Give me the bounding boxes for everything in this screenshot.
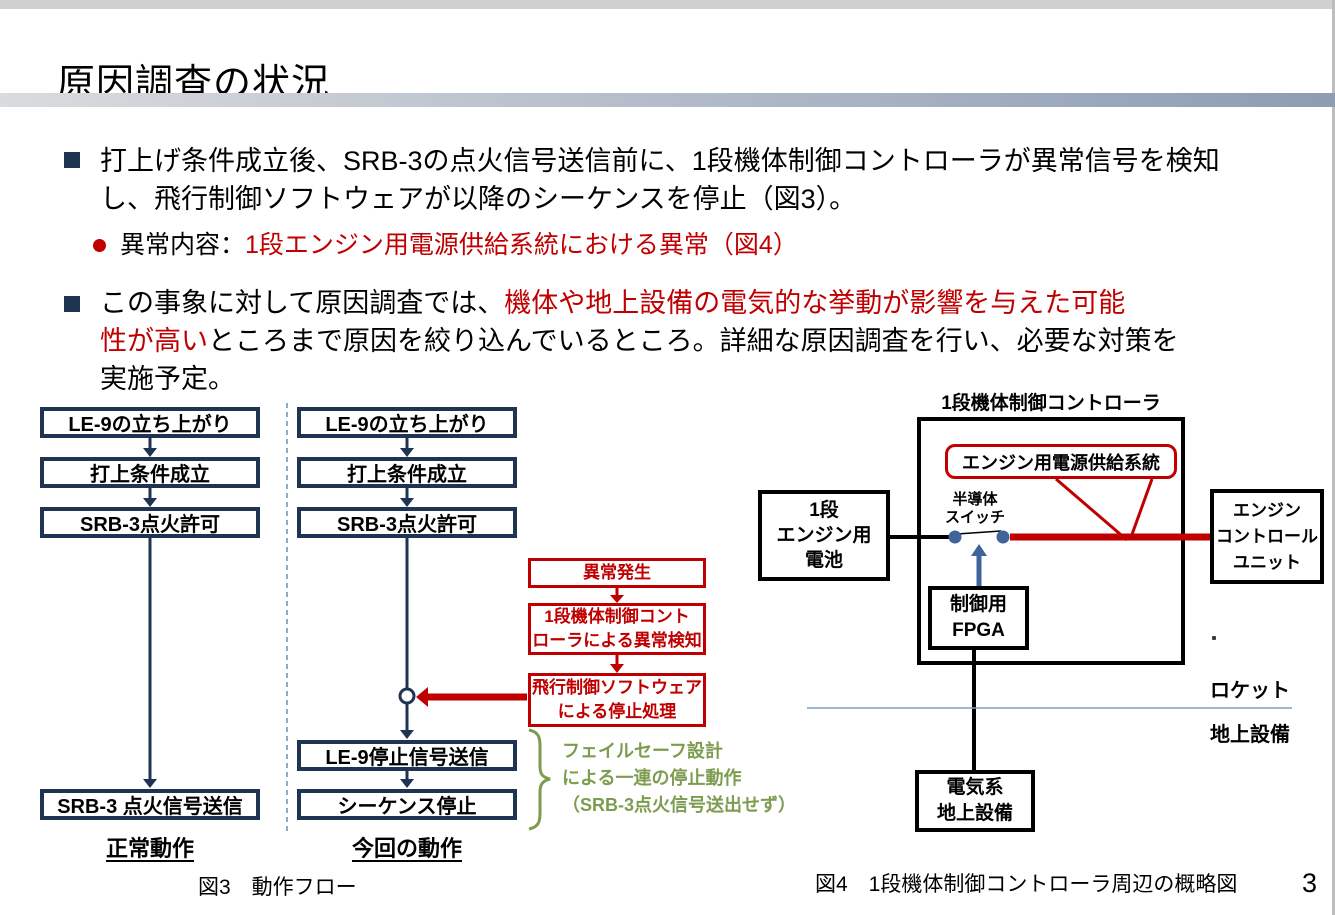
fig4-caption: 図4 1段機体制御コントローラ周辺の概略図	[815, 873, 1238, 896]
page-number: 3	[1302, 868, 1318, 898]
bullet-1: 打上げ条件成立後、SRB-3の点火信号送信前に、1段機体制御コントローラが異常信…	[100, 142, 1310, 218]
bullet-2: この事象に対して原因調査では、機体や地上設備の電気的な挙動が影響を与えた可能 性…	[100, 284, 1315, 398]
controller-label: 1段機体制御コントローラ	[941, 393, 1161, 414]
circle-bullet-icon	[93, 239, 106, 252]
power-supply-callout: エンジン用電源供給系統	[945, 444, 1177, 479]
failsafe-note: フェイルセーフ設計 による一連の停止動作 （SRB-3点火信号送出せず）	[562, 741, 797, 815]
flow-box-launch-conditions: 打上条件成立	[40, 457, 260, 488]
flow-box-srb3-ignition-permit: SRB-3点火許可	[297, 507, 517, 538]
top-edge-strip	[0, 0, 1335, 9]
ground-electrical-box: 電気系 地上設備	[915, 770, 1035, 832]
flow-box-le9-stop-signal: LE-9停止信号送信	[297, 740, 517, 771]
flow-box-le9-startup: LE-9の立ち上がり	[40, 407, 260, 438]
flow-box-launch-conditions: 打上条件成立	[297, 457, 517, 488]
flow-box-srb3-ignition-permit: SRB-3点火許可	[40, 507, 260, 538]
right-edge-strip	[1332, 0, 1335, 915]
bullet-2-highlight: 機体や地上設備の電気的な挙動が影響を与えた可能 性が高い	[100, 288, 1126, 356]
fpga-box: 制御用 FPGA	[928, 586, 1029, 650]
stray-dot	[1212, 636, 1216, 640]
sub-bullet-label: 異常内容：	[120, 231, 246, 259]
semiconductor-switch-label: 半導体 スイッチ	[944, 491, 1005, 526]
ground-side-label: 地上設備	[1210, 724, 1290, 746]
rocket-side-label: ロケット	[1210, 680, 1290, 702]
bullet-1-text: 打上げ条件成立後、SRB-3の点火信号送信前に、1段機体制御コントローラが異常信…	[100, 146, 1220, 214]
title-divider-bar	[0, 93, 1335, 107]
bullet-2-pre: この事象に対して原因調査では、	[100, 288, 505, 318]
flow-box-le9-startup: LE-9の立ち上がり	[297, 407, 517, 438]
engine-control-unit-box: エンジン コントロール ユニット	[1210, 489, 1324, 584]
battery-box: 1段 エンジン用 電池	[758, 490, 890, 581]
flow-box-srb3-ignition-signal: SRB-3 点火信号送信	[40, 789, 260, 820]
square-bullet-icon	[64, 296, 80, 312]
anomaly-box-occurrence: 異常発生	[528, 558, 706, 588]
square-bullet-icon	[64, 152, 80, 168]
anomaly-box-detection: 1段機体制御コント ローラによる異常検知	[528, 603, 706, 655]
flow-box-sequence-stop: シーケンス停止	[297, 789, 517, 820]
sub-bullet: 異常内容：1段エンジン用電源供給系統における異常（図4）	[120, 228, 1310, 262]
fig3-caption: 図3 動作フロー	[198, 876, 357, 899]
failsafe-brace	[528, 728, 551, 831]
normal-operation-label: 正常動作	[105, 836, 194, 861]
normal-flow-arrows	[143, 438, 157, 788]
interrupt-point-circle	[398, 687, 416, 705]
bullet-2-post: ところまで原因を絞り込んでいるところ。詳細な原因調査を行い、必要な対策を 実施予…	[100, 326, 1179, 394]
controller-box	[917, 417, 1185, 665]
current-operation-label: 今回の動作	[351, 836, 462, 861]
anomaly-box-software-stop: 飛行制御ソフトウェア による停止処理	[528, 673, 706, 727]
current-flow-arrows	[398, 438, 416, 788]
sub-bullet-anomaly-text: 1段エンジン用電源供給系統における異常（図4）	[245, 231, 798, 259]
